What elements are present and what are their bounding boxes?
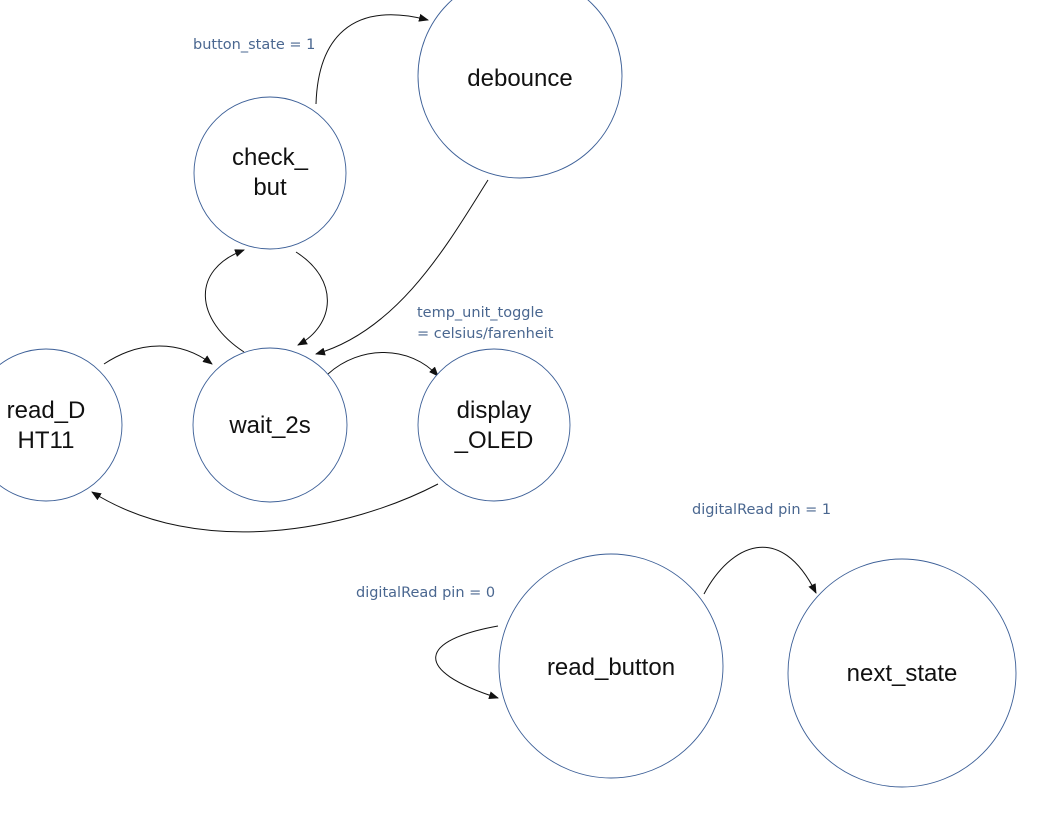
state-label: display [457,397,532,424]
edge-check-but-to-debounce [315,13,429,105]
state-label: _OLED [454,427,534,454]
edge-check-but-to-wait-2s [295,251,328,346]
edges [91,13,817,700]
transition-label-digitalread-0: digitalRead pin = 0 [356,585,495,601]
state-display-oled: display _OLED [417,348,571,502]
edge-display-oled-to-read-dht11 [91,483,439,533]
state-label: HT11 [18,427,75,454]
transition-label-button-state: button_state = 1 [193,37,315,53]
edge-wait-2s-to-display-oled [327,352,439,377]
state-read-button: read_button [498,553,724,779]
state-read-dht11: read_D HT11 [0,348,123,502]
transition-label-digitalread-1: digitalRead pin = 1 [692,502,831,518]
state-check-but: check_ but [193,96,347,250]
state-label: read_D [7,397,86,424]
edge-read-button-to-next-state [703,546,817,595]
state-label: debounce [467,65,572,92]
transition-label-temp-unit-toggle-2: = celsius/farenheit [417,326,554,342]
transition-label-temp-unit-toggle: temp_unit_toggle [417,305,544,321]
state-label: wait_2s [228,412,310,439]
state-label: read_button [547,654,675,681]
state-label: next_state [847,660,958,687]
edge-debounce-to-wait-2s [315,179,489,356]
edge-read-dht11-to-wait-2s [103,345,213,365]
state-label: check_ [232,144,309,171]
state-wait-2s: wait_2s [192,347,348,503]
state-debounce: debounce [417,0,623,179]
edge-read-button-self-loop [435,625,499,700]
state-next-state: next_state [787,558,1017,788]
state-label: but [253,174,287,201]
edge-wait-2s-to-check-but [204,249,245,353]
